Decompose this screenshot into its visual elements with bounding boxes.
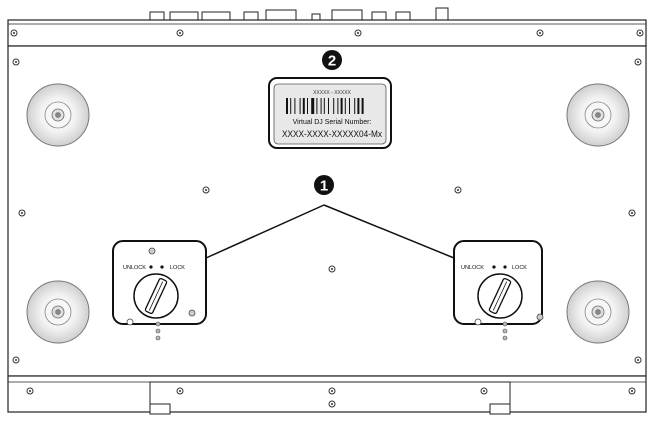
screw-center bbox=[15, 359, 17, 361]
screw-center bbox=[637, 61, 639, 63]
screw-center bbox=[631, 390, 633, 392]
rubber-foot-ring bbox=[595, 112, 601, 118]
rubber-foot-ring bbox=[595, 309, 601, 315]
sticker-title: Virtual DJ Serial Number: bbox=[293, 119, 372, 126]
bottom-rail bbox=[7, 375, 647, 415]
barcode-bar bbox=[337, 98, 339, 114]
sticker-top-code: XXXXX - XXXXX bbox=[313, 90, 351, 96]
rubber-feet bbox=[26, 83, 630, 344]
left-unlock-label: UNLOCK bbox=[123, 265, 146, 271]
screw-center bbox=[639, 32, 641, 34]
barcode-bar bbox=[290, 98, 292, 114]
barcode-bar bbox=[311, 98, 315, 114]
barcode-bar bbox=[302, 98, 305, 114]
callout-2-badge: 2 bbox=[322, 50, 342, 70]
barcode-bar bbox=[286, 98, 288, 114]
screw-center bbox=[331, 403, 333, 405]
barcode-bar bbox=[307, 98, 308, 114]
barcode-bar bbox=[328, 98, 329, 114]
screw-center bbox=[331, 390, 333, 392]
screw-center bbox=[637, 359, 639, 361]
rubber-foot-ring bbox=[55, 112, 61, 118]
screw-center bbox=[457, 189, 459, 191]
screw-center bbox=[331, 268, 333, 270]
screw-center bbox=[21, 212, 23, 214]
screw-center bbox=[539, 32, 541, 34]
barcode-bar bbox=[323, 98, 325, 114]
left-lock-dial-slot bbox=[144, 278, 168, 314]
screw-center bbox=[631, 212, 633, 214]
barcode-bar bbox=[354, 98, 356, 114]
barcode-bar bbox=[357, 98, 360, 114]
barcode-bar bbox=[340, 98, 343, 114]
left-lock-label: LOCK bbox=[170, 265, 185, 271]
right-unlock-label: UNLOCK bbox=[461, 265, 484, 271]
barcode-bar bbox=[333, 98, 335, 114]
top-rail bbox=[7, 19, 647, 47]
chassis-screws bbox=[10, 29, 644, 408]
screw-center bbox=[179, 390, 181, 392]
right-lock-dial-slot bbox=[488, 278, 512, 314]
barcode-bar bbox=[349, 98, 350, 114]
callout-1-leaders bbox=[205, 204, 455, 259]
barcode-bar bbox=[361, 98, 364, 114]
barcode-bar bbox=[294, 98, 296, 114]
serial-number-sticker: XXXXX - XXXXX Virtual DJ Serial Number: … bbox=[268, 77, 392, 149]
barcode-bar bbox=[299, 98, 301, 114]
barcode bbox=[286, 98, 364, 114]
screw-center bbox=[15, 61, 17, 63]
callout-1-badge: 1 bbox=[314, 175, 334, 195]
screw-center bbox=[483, 390, 485, 392]
screw-center bbox=[179, 32, 181, 34]
screw-center bbox=[205, 189, 207, 191]
barcode-bar bbox=[344, 98, 346, 114]
screw-center bbox=[357, 32, 359, 34]
left-lock-switch[interactable]: UNLOCK LOCK bbox=[112, 240, 207, 341]
right-lock-switch[interactable]: UNLOCK LOCK bbox=[453, 240, 544, 341]
rubber-foot-ring bbox=[55, 309, 61, 315]
right-lock-label: LOCK bbox=[512, 265, 527, 271]
barcode-bar bbox=[316, 98, 318, 114]
screw-center bbox=[13, 32, 15, 34]
sticker-serial: XXXX-XXXX-XXXXX04-Mx bbox=[282, 129, 382, 139]
callout-2-number: 2 bbox=[328, 53, 336, 70]
barcode-bar bbox=[320, 98, 322, 114]
screw-center bbox=[29, 390, 31, 392]
callout-1-number: 1 bbox=[320, 178, 328, 195]
